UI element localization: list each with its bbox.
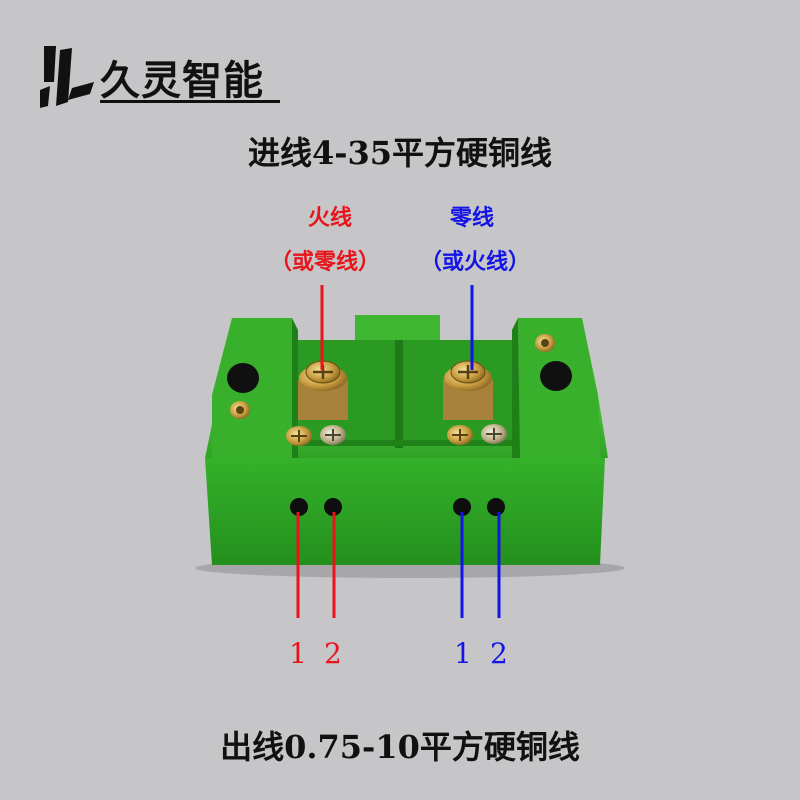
input-wire-caption: 进线4-35平方硬铜线 xyxy=(247,134,553,172)
live-wire-label: 火线 xyxy=(307,205,352,231)
live-wire-alt-label: （或零线） xyxy=(269,249,380,275)
neutral-output-number-1: 1 xyxy=(454,637,472,670)
block-front-face xyxy=(205,458,605,565)
brand-logo: 久灵智能 xyxy=(38,42,280,112)
brand-name: 久灵智能 xyxy=(100,58,264,104)
live-output-number-1: 1 xyxy=(289,637,307,670)
live-output-number-2: 2 xyxy=(324,637,342,670)
neutral-output-number-2: 2 xyxy=(490,637,508,670)
right-mount-hole xyxy=(540,361,572,391)
output-wire-caption: 出线0.75-10平方硬铜线 xyxy=(220,728,580,766)
center-divider-top xyxy=(355,315,440,340)
center-divider xyxy=(395,340,403,448)
output-screws xyxy=(286,424,507,446)
left-mount-hole xyxy=(227,363,259,393)
brand-underline xyxy=(100,100,280,103)
neutral-wire-label: 零线 xyxy=(449,205,494,231)
neutral-wire-alt-label: （或火线） xyxy=(419,249,530,275)
output-holes xyxy=(290,498,505,516)
brand-mark-icon xyxy=(40,46,94,108)
